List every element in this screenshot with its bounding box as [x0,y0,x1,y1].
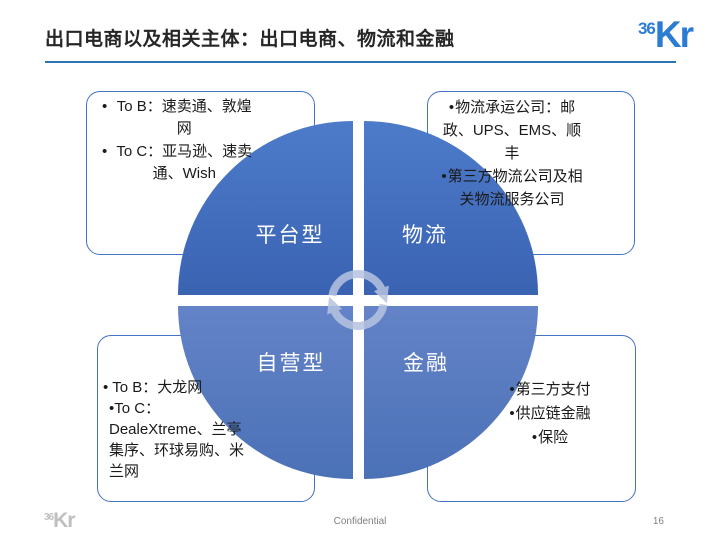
list-item: • To C：亚马逊、速卖通、Wish [102,143,253,182]
bullet-glyph: • [109,400,115,417]
callout-text-platform: • To B：速卖通、敦煌网 • To C：亚马逊、速卖通、Wish [94,96,309,186]
quadrant-label-logistics: 物流 [402,223,448,247]
quadrant-label-finance: 金融 [403,351,449,375]
list-item: •保险 [531,429,569,446]
logo-36-text: 36 [637,19,656,38]
bullet-glyph: • [448,99,455,116]
title-underline [45,61,676,63]
list-item: •第三方物流公司及相关物流服务公司 [441,168,583,208]
footer-logo-36-text: 36 [44,512,54,523]
list-item: •物流承运公司：邮政、UPS、EMS、顺丰 [442,99,582,162]
logo-kr-text: Kr [654,14,694,55]
list-item: •To B：大龙网 [103,379,203,396]
callout-text-self-operated: •To B：大龙网 •To C： DealeXtreme、兰亭集序、环球易购、米… [103,377,253,482]
page-title: 出口电商以及相关主体：出口电商、物流和金融 [45,28,455,50]
bullet-glyph: • [531,429,538,446]
cycle-arrows-icon [327,270,389,330]
bullet-glyph: • [509,405,515,422]
bullet-glyph: • [102,98,108,115]
callout-text-finance: •第三方支付 •供应链金融 •保险 [480,378,620,450]
footer-logo-kr-text: Kr [53,509,75,532]
quadrant-label-self-operated: 自营型 [256,351,326,375]
36kr-logo: 36 Kr [637,14,694,55]
page-number: 16 [652,516,664,527]
bullet-glyph: • [441,168,447,185]
quadrant-circle [178,121,538,479]
list-item: • To B：速卖通、敦煌网 [102,98,252,137]
bullet-glyph: • [102,143,108,160]
quadrant-label-platform: 平台型 [255,223,325,247]
list-item: •供应链金融 [509,405,591,422]
36kr-logo-gray: 36 Kr [44,509,75,532]
bullet-glyph: • [509,381,515,398]
confidential-label: Confidential [333,516,387,527]
callout-text-logistics: •物流承运公司：邮政、UPS、EMS、顺丰 •第三方物流公司及相关物流服务公司 [437,96,587,211]
bullet-glyph: • [103,379,109,396]
list-item: •第三方支付 [509,381,591,398]
list-item: •To C： DealeXtreme、兰亭集序、环球易购、米兰网 [109,400,245,480]
